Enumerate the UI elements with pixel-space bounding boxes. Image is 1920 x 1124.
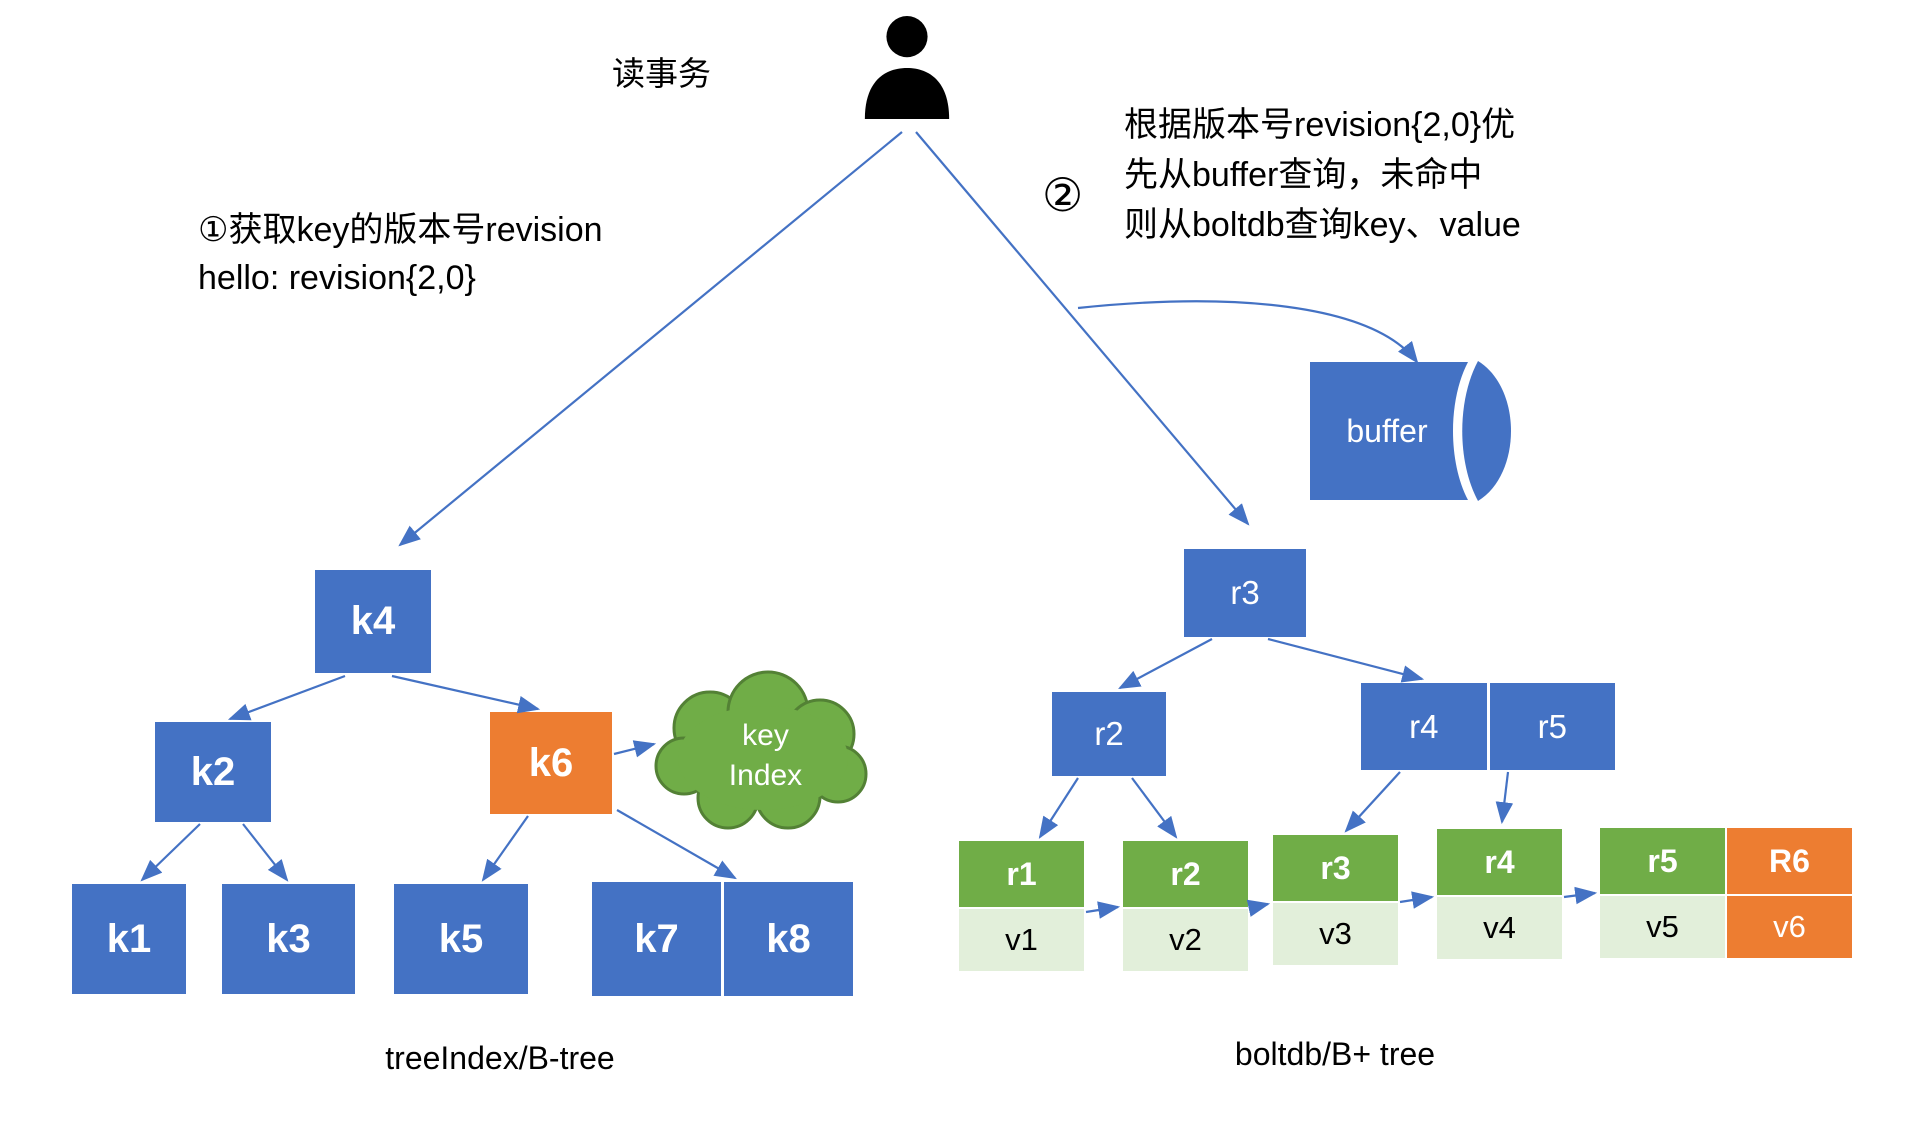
arrow-r3-r4r5 bbox=[1267, 637, 1425, 683]
btree-node-k2: k2 bbox=[155, 722, 271, 822]
bplus-leaf-r4: r4 v4 bbox=[1437, 829, 1562, 959]
right-tree-caption: boltdb/B+ tree bbox=[1234, 1036, 1436, 1072]
btree-node-k4: k4 bbox=[315, 570, 431, 673]
leaf-key-r2: r2 bbox=[1123, 841, 1248, 907]
leaf-key-r4: r4 bbox=[1437, 829, 1562, 895]
btree-node-k6: k6 bbox=[490, 712, 612, 814]
arrow-k4-k2 bbox=[227, 674, 346, 721]
arrow-v3-v4 bbox=[1399, 891, 1435, 909]
step2-line1: 根据版本号revision{2,0}优 bbox=[1124, 106, 1516, 144]
cloud-line2: Index bbox=[728, 759, 803, 792]
bplus-node-r2: r2 bbox=[1052, 692, 1166, 776]
leaf-key-r1: r1 bbox=[959, 841, 1084, 907]
leaf-value-v1: v1 bbox=[959, 909, 1084, 971]
step1-annotation: ①获取key的版本号revision hello: revision{2,0} bbox=[198, 206, 603, 302]
bplus-leaf-r3: r3 v3 bbox=[1273, 835, 1398, 965]
buffer-cylinder-icon bbox=[1310, 361, 1511, 501]
arrow-step2-to-buffer bbox=[1077, 300, 1419, 364]
arrow-k4-k6 bbox=[391, 674, 541, 714]
arrow-r2-leaf2 bbox=[1131, 777, 1178, 839]
arrow-r4-leaf3 bbox=[1344, 771, 1401, 833]
bplus-leaf-r6: R6 v6 bbox=[1727, 828, 1852, 958]
btree-node-k3: k3 bbox=[222, 884, 355, 994]
leaf-key-r6: R6 bbox=[1727, 828, 1852, 894]
bplus-node-r3: r3 bbox=[1184, 549, 1306, 637]
leaf-key-r3: r3 bbox=[1273, 835, 1398, 901]
person-icon bbox=[864, 16, 950, 119]
leaf-value-v2: v2 bbox=[1123, 909, 1248, 971]
bplus-node-r4r5: r4 r5 bbox=[1361, 683, 1615, 770]
btree-node-k7: k7 bbox=[592, 882, 721, 996]
left-tree-caption: treeIndex/B-tree bbox=[385, 1040, 615, 1076]
reader-label: 读事务 bbox=[612, 55, 711, 92]
bplus-node-r4: r4 bbox=[1361, 683, 1487, 770]
step2-annotation: 根据版本号revision{2,0}优 先从buffer查询，未命中 则从bol… bbox=[1124, 100, 1521, 250]
step2-line3: 则从boltdb查询key、value bbox=[1124, 206, 1521, 244]
bplus-leaf-r5: r5 v5 bbox=[1600, 828, 1725, 958]
btree-node-k1: k1 bbox=[72, 884, 186, 994]
buffer-label: buffer bbox=[1346, 412, 1428, 449]
cloud-line1: key bbox=[742, 719, 789, 752]
leaf-value-v3: v3 bbox=[1273, 903, 1398, 965]
arrow-reader-to-treeindex bbox=[398, 131, 903, 547]
key-index-cloud-icon bbox=[654, 670, 868, 830]
step1-line1: ①获取key的版本号revision bbox=[198, 211, 603, 249]
bplus-node-r5: r5 bbox=[1489, 683, 1615, 770]
leaf-value-v4: v4 bbox=[1437, 897, 1562, 959]
arrow-k2-k1 bbox=[140, 823, 201, 882]
step2-line2: 先从buffer查询，未命中 bbox=[1124, 156, 1483, 194]
btree-node-k7k8: k7 k8 bbox=[592, 882, 853, 996]
arrow-r3-r2 bbox=[1118, 638, 1213, 690]
arrow-r5-leaf4 bbox=[1495, 771, 1514, 825]
arrow-k6-k5 bbox=[481, 815, 529, 882]
bplus-leaf-r1: r1 v1 bbox=[959, 841, 1084, 971]
step2-number: ② bbox=[1042, 169, 1084, 221]
arrow-k2-k3 bbox=[242, 823, 289, 882]
bplus-leaf-r2: r2 v2 bbox=[1123, 841, 1248, 971]
arrow-v1-v2 bbox=[1085, 901, 1121, 919]
key-index-cloud-label: key Index bbox=[648, 676, 883, 836]
btree-node-k8: k8 bbox=[724, 882, 853, 996]
step1-line2: hello: revision{2,0} bbox=[198, 259, 476, 297]
btree-node-k5: k5 bbox=[394, 884, 528, 994]
arrow-v2-v3 bbox=[1246, 899, 1271, 917]
leaf-key-r5: r5 bbox=[1600, 828, 1725, 894]
leaf-value-v6: v6 bbox=[1727, 896, 1852, 958]
arrow-v4-v5 bbox=[1563, 886, 1598, 905]
leaf-value-v5: v5 bbox=[1600, 896, 1725, 958]
arrow-r2-leaf1 bbox=[1038, 777, 1079, 839]
